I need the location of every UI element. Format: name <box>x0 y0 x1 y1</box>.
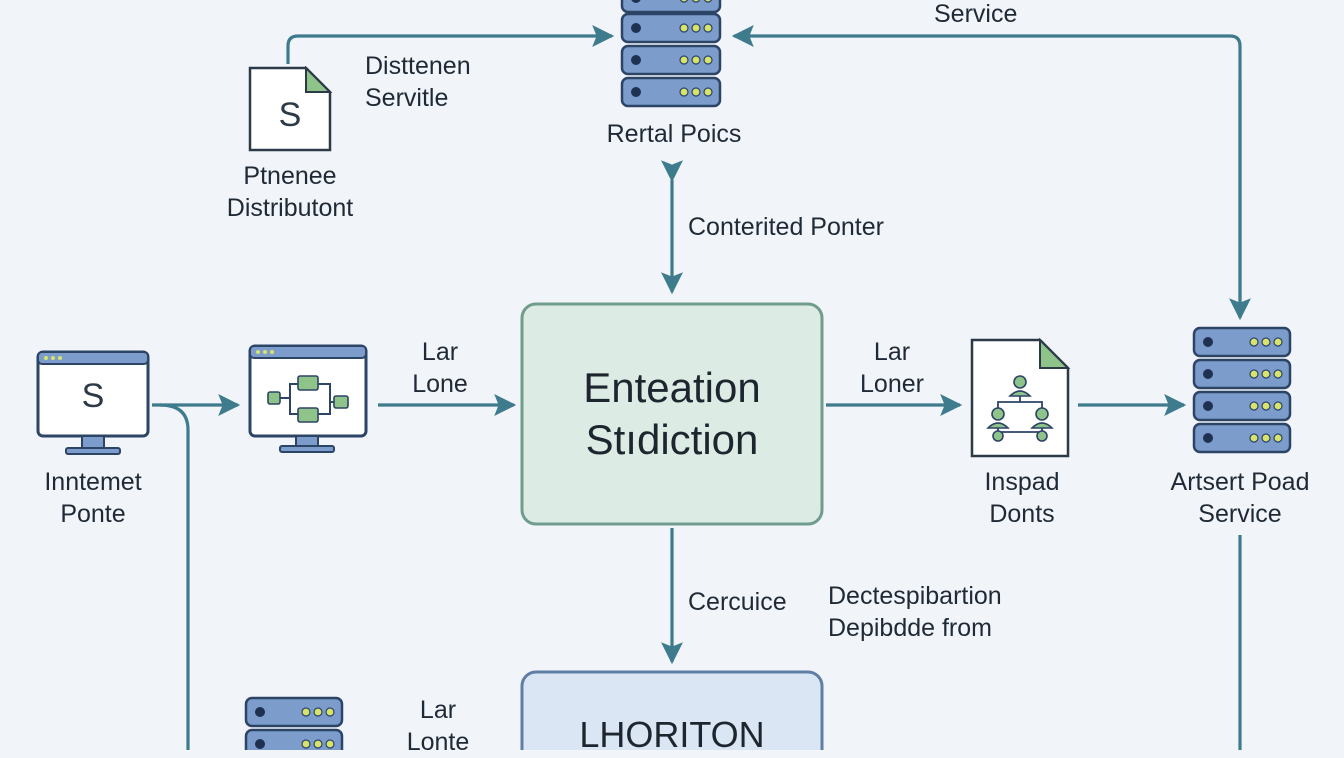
internet-label: Inntemet Ponte <box>44 468 142 528</box>
top-server-icon <box>620 0 722 108</box>
top-server-label: Rertal Poics <box>606 120 742 148</box>
internet-glyph: S <box>81 377 105 415</box>
bottom-left-edge-label: Lar Lonte <box>406 696 470 756</box>
vertical-top-label: Conterited Ponter <box>688 213 884 241</box>
center-box-title: Enteation Stıdiction <box>583 364 761 463</box>
distributor-title: Disttenen Servitle <box>365 52 471 112</box>
vertical-bottom-label: Cercuice <box>688 588 787 616</box>
line-left-down <box>159 403 190 750</box>
distributor-label: Ptnenee Distributont <box>226 162 354 222</box>
distributor-glyph: S <box>278 96 302 134</box>
connectors <box>152 25 1251 750</box>
intaligen-monitor-icon <box>248 344 368 453</box>
inspad-label: Inspad Donts <box>984 468 1060 528</box>
bottom-left-server-icon <box>244 696 344 750</box>
right-edge-label: Lar Loner <box>860 338 924 398</box>
artsert-server-icon <box>1192 326 1292 454</box>
left-edge-label: Lar Lone <box>412 338 468 398</box>
description-label: Dectespibartion Depibdde from <box>828 582 1002 642</box>
top-service-label: Service <box>934 0 1018 28</box>
artsert-label: Artsert Poad Service <box>1170 468 1310 528</box>
inspad-document-icon <box>970 337 1071 458</box>
arrow-distributor-to-top-server <box>286 25 615 64</box>
distributor-document-icon <box>248 65 333 152</box>
bottom-box <box>520 670 824 750</box>
bottom-box-title: LHORITON <box>579 714 765 755</box>
center-box <box>520 302 824 526</box>
internet-monitor-icon <box>36 350 150 455</box>
arrow-service-to-top-server <box>731 25 1242 300</box>
